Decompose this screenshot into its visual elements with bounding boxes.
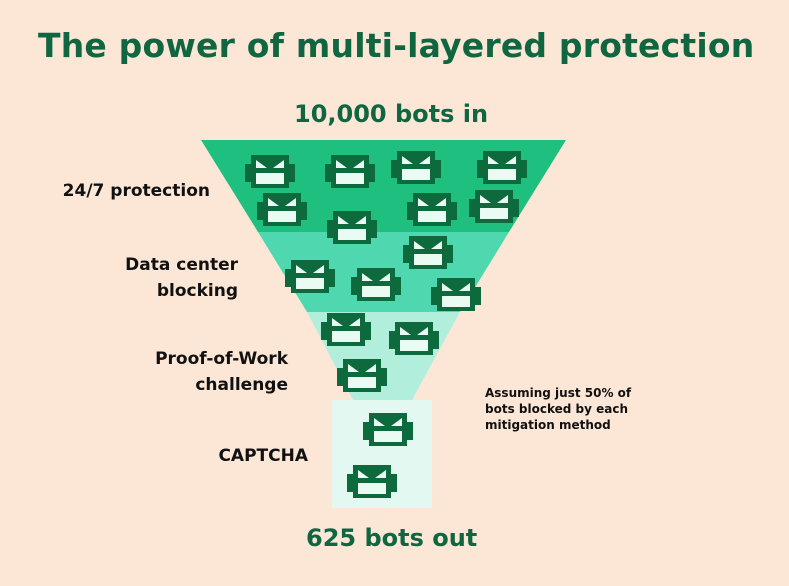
stage-label-line: 24/7 protection <box>62 181 210 201</box>
note-line: Assuming just 50% of <box>485 386 632 400</box>
robot-head-icon <box>257 193 307 226</box>
robot-head-icon <box>327 211 377 244</box>
bots-out-label: 625 bots out <box>306 524 478 552</box>
page-title: The power of multi-layered protection <box>38 26 755 65</box>
robot-head-icon <box>403 236 453 269</box>
robot-head-icon <box>469 190 519 223</box>
robot-head-icon <box>351 268 401 301</box>
bots-in-label: 10,000 bots in <box>294 100 489 128</box>
robot-head-icon <box>431 278 481 311</box>
note-line: mitigation method <box>485 418 611 432</box>
robot-head-icon <box>321 313 371 346</box>
stage-label-datacenter: Data center blocking <box>125 252 238 304</box>
robot-head-icon <box>477 151 527 184</box>
robot-head-icon <box>337 359 387 392</box>
robot-head-icon <box>245 155 295 188</box>
robot-head-icon <box>363 413 413 446</box>
stage-label-protection: 24/7 protection <box>63 178 210 204</box>
stage-label-captcha: CAPTCHA <box>218 443 308 469</box>
note-line: bots blocked by each <box>485 402 628 416</box>
robot-head-icon <box>389 322 439 355</box>
robot-head-icon <box>347 465 397 498</box>
robot-head-icon <box>285 260 335 293</box>
stage-label-pow: Proof-of-Work challenge <box>155 346 288 398</box>
robot-head-icon <box>391 151 441 184</box>
stage-label-line: challenge <box>195 375 288 395</box>
stage-label-line: Data center <box>125 255 238 275</box>
robot-head-icon <box>325 155 375 188</box>
robot-head-icon <box>407 193 457 226</box>
stage-label-line: blocking <box>156 281 238 301</box>
stage-label-line: CAPTCHA <box>218 446 308 466</box>
assumption-note: Assuming just 50% of bots blocked by eac… <box>485 385 631 433</box>
stage-label-line: Proof-of-Work <box>155 349 288 369</box>
